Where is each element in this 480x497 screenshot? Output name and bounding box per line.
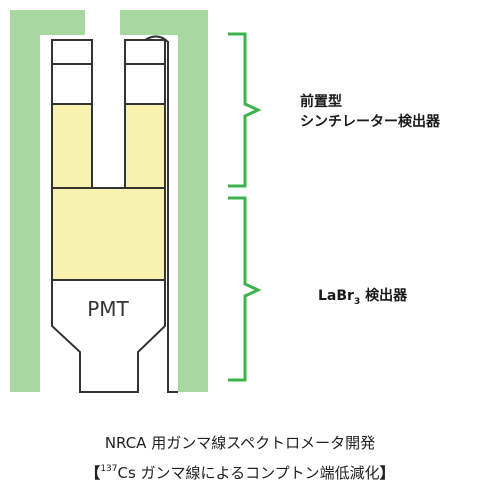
pre-scintillator-label-line1: 前置型	[300, 94, 342, 110]
caption-open-bracket: 【	[85, 464, 101, 482]
pmt-body	[51, 279, 166, 393]
shield-left-wall	[10, 10, 40, 392]
caption-title: NRCA 用ガンマ線スペクトロメータ開発	[104, 434, 376, 452]
caption-line1: NRCA 用ガンマ線スペクトロメータ開発	[0, 432, 480, 454]
shield-right-wall	[178, 10, 208, 392]
right-finger-cap-1	[124, 39, 166, 65]
left-finger-scint	[51, 103, 93, 189]
caption-close-bracket: 】	[379, 464, 395, 482]
right-finger-cap-2	[124, 63, 166, 105]
brace-pre-scintillator	[228, 32, 262, 188]
detector-diagram: PMT	[10, 10, 262, 393]
labr-label-main: LaBr	[318, 288, 354, 304]
left-finger-cap-2	[51, 63, 93, 105]
caption-subtitle: Cs ガンマ線によるコンプトン端低減化	[117, 464, 380, 482]
right-finger-scint	[124, 103, 166, 189]
labr-crystal	[51, 187, 166, 281]
shield-top-left	[10, 10, 85, 35]
shield-top-right	[120, 10, 208, 35]
labr-label-sub: 3	[353, 296, 361, 307]
signal-cable	[144, 35, 178, 393]
brace-labr	[228, 196, 262, 382]
pre-scintillator-label-line2: シンチレーター検出器	[300, 114, 440, 130]
left-finger-cap-1	[51, 39, 93, 65]
caption-line2: 【137Cs ガンマ線によるコンプトン端低減化】	[0, 458, 480, 484]
pmt-label: PMT	[87, 297, 129, 321]
pre-scintillator-label: 前置型 シンチレーター検出器	[300, 92, 440, 132]
caption-isotope-mass: 137	[100, 464, 118, 474]
labr-label-rest: 検出器	[360, 288, 408, 304]
labr-label: LaBr3 検出器	[318, 286, 407, 312]
